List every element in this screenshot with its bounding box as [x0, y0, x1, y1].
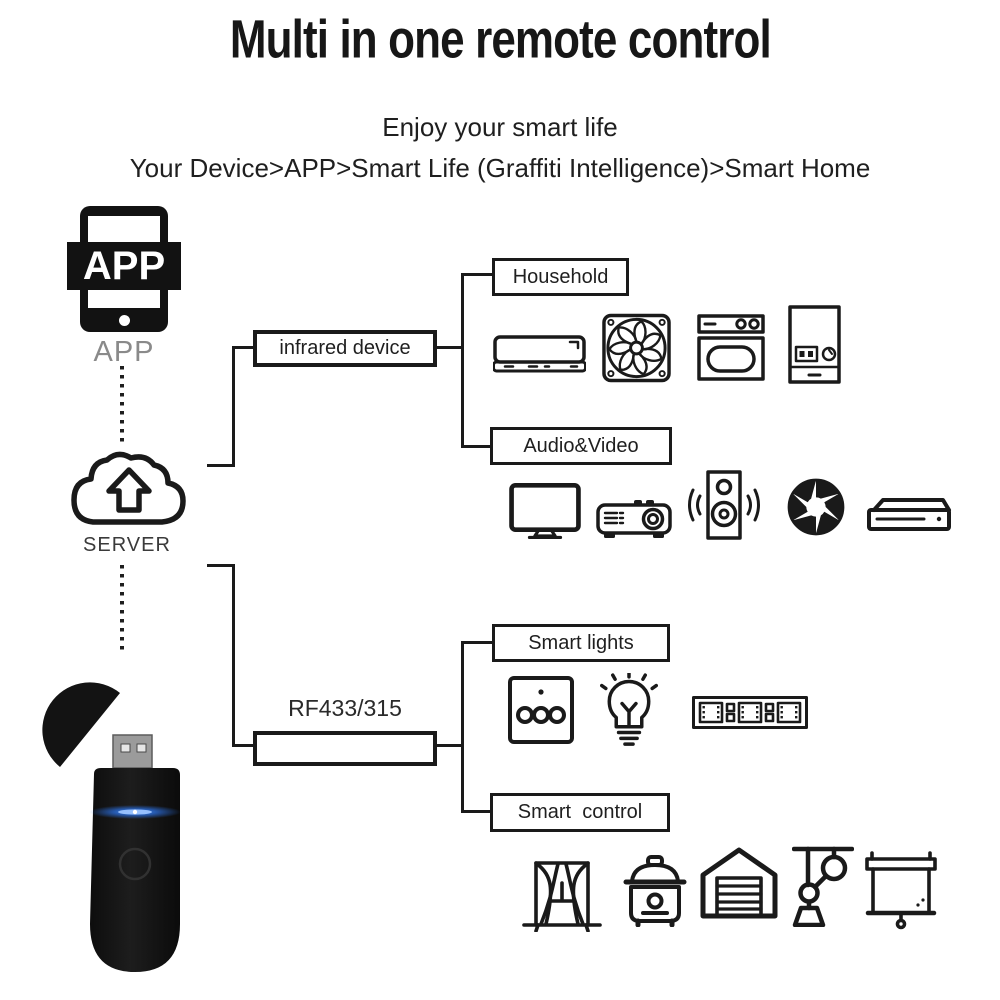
infrared-device-box: infrared device	[253, 330, 437, 367]
smart-lights-box: Smart lights	[492, 624, 670, 662]
dotted-connector-app-cloud	[120, 366, 124, 442]
connector-line	[232, 564, 235, 747]
dongle-body	[90, 768, 180, 972]
connector-line	[232, 346, 253, 349]
dvd-player-icon	[867, 498, 951, 531]
rf433-315-box	[253, 731, 437, 766]
rf433-315-label: RF433/315	[288, 695, 402, 721]
subtitle: Enjoy your smart life	[382, 112, 618, 142]
household-box: Household	[492, 258, 629, 296]
connector-line	[461, 810, 490, 813]
smart-control-box: Smart control	[490, 793, 670, 832]
garage-door-icon	[700, 847, 778, 919]
projector-screen-icon	[865, 851, 937, 930]
connector-line	[437, 346, 463, 349]
usb-dongle-photo	[42, 682, 181, 972]
pulley-hoist-icon	[792, 846, 854, 927]
air-conditioner-icon	[493, 335, 586, 373]
water-heater-icon	[788, 305, 841, 384]
dongle-button	[118, 847, 152, 881]
connector-line	[207, 564, 235, 567]
connector-line	[232, 744, 253, 747]
app-badge: APP	[67, 242, 181, 290]
connector-line	[461, 445, 490, 448]
projector-icon	[596, 500, 672, 538]
cooling-fan-icon	[602, 313, 671, 383]
audio-video-label: Audio&Video	[523, 434, 639, 457]
connector-line	[207, 464, 235, 467]
rice-cooker-icon	[623, 855, 687, 927]
tv-icon	[509, 483, 581, 539]
dongle-cap	[42, 682, 120, 767]
connector-line	[461, 641, 492, 644]
microwave-oven-icon	[697, 314, 765, 381]
infrared-device-label: infrared device	[279, 337, 411, 359]
home-button-dot	[118, 315, 130, 326]
connector-line	[232, 346, 235, 467]
light-bulb-icon	[600, 673, 658, 746]
smart-lights-label: Smart lights	[528, 631, 634, 654]
connector-line	[437, 744, 463, 747]
wall-switch-icon	[508, 676, 574, 744]
led-strip-icon	[692, 696, 808, 729]
app-label: APP	[93, 336, 155, 368]
dotted-connector-server-dongle	[120, 565, 124, 653]
server-label: SERVER	[83, 534, 171, 556]
smart-control-label: Smart control	[517, 801, 643, 823]
connector-line	[461, 273, 492, 276]
connector-line	[461, 641, 464, 813]
connector-line	[461, 273, 464, 448]
page-title: Multi in one remote control	[229, 8, 772, 70]
speaker-icon	[688, 470, 760, 540]
household-label: Household	[512, 265, 609, 288]
camera-aperture-icon	[787, 478, 845, 536]
audio-video-box: Audio&Video	[490, 427, 672, 465]
curtains-icon	[522, 861, 602, 932]
smartphone-app-icon: APP	[67, 206, 181, 332]
page-title-wrap: Multi in one remote control	[0, 8, 1000, 70]
cloud-upload-icon	[71, 451, 186, 525]
flow-path-text: Your Device>APP>Smart Life (Graffiti Int…	[129, 153, 871, 183]
